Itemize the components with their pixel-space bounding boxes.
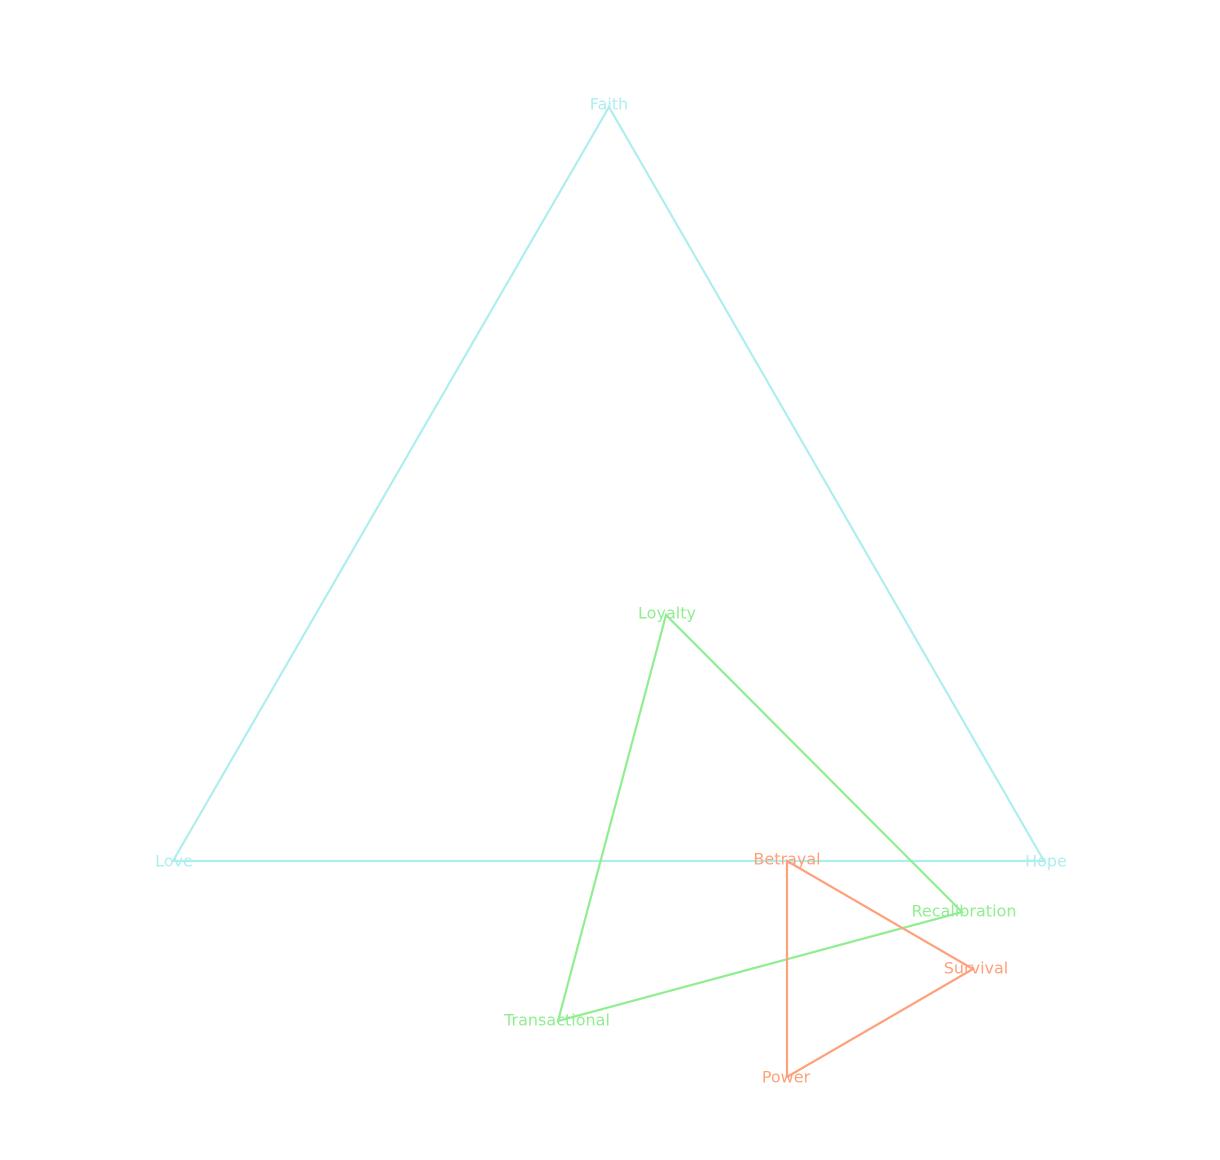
vertex-label-loyalty: Loyalty: [638, 604, 696, 623]
vertex-label-love: Love: [155, 852, 193, 871]
vertex-label-transactional: Transactional: [503, 1011, 610, 1030]
vertex-label-survival: Survival: [944, 959, 1009, 978]
vertex-label-power: Power: [762, 1068, 811, 1087]
triangle-relations: [556, 612, 965, 1023]
vertex-label-hope: Hope: [1025, 852, 1067, 871]
vertex-label-faith: Faith: [590, 95, 628, 114]
triangle-ideals: [171, 104, 1046, 863]
triangle-realities: [785, 859, 976, 1079]
vertex-label-recalibration: Recalibration: [912, 902, 1017, 921]
vertex-label-betrayal: Betrayal: [753, 850, 820, 869]
